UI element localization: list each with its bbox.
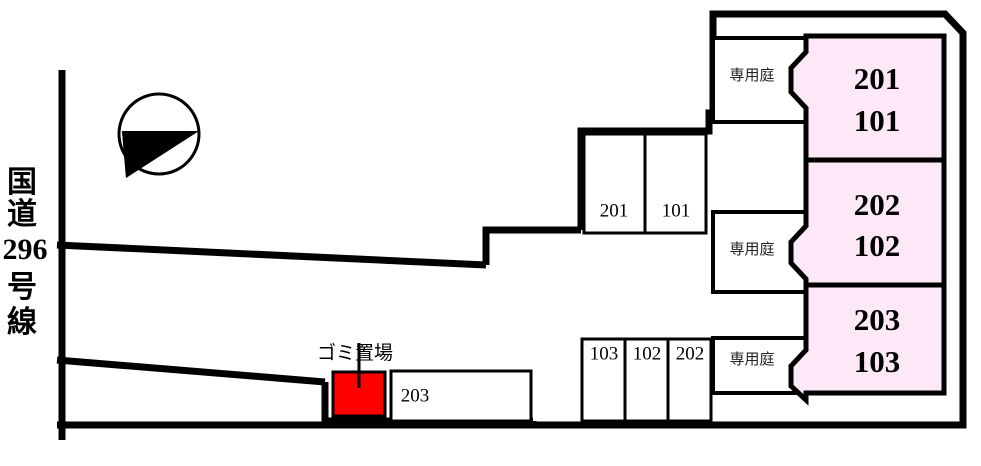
stall-202-lower-label: 202 [676,343,705,364]
stall-102-lower-label: 102 [633,343,662,364]
building-unit-202-102: 202 102 [788,157,947,288]
stall-101-upper[interactable] [643,132,708,235]
road-label-char-0: 国 [7,166,37,199]
garden-top-label: 専用庭 [729,67,774,84]
stall-103-lower-label: 103 [590,343,619,364]
site-boundary [56,10,967,429]
unit-202-102-line2: 102 [854,228,901,263]
road-label-char-1: 道 [7,198,37,231]
unit-203-103-shape[interactable] [788,282,947,406]
compass-tail [122,131,131,178]
road-label-char-4: 線 [7,305,37,339]
boundary-north-sloped [56,241,487,269]
stall-202-lower[interactable] [666,337,713,423]
garden-bottom-label: 専用庭 [729,351,774,368]
parking-row-south: 203 [389,369,533,423]
building-unit-201-101: 201 101 [788,33,947,163]
road-label-char-2: 296 [3,233,48,266]
unit-201-101-shape[interactable] [788,33,947,163]
trash-area-label: ゴミ置場 [317,342,393,364]
parking-row-upper: 201 101 [582,132,708,235]
parking-row-lower: 103 102 202 [580,337,713,423]
boundary-north-step [482,226,581,265]
unit-203-103-line2: 103 [854,344,901,379]
unit-201-101-line2: 101 [854,103,901,138]
stall-203-south[interactable] [389,369,533,423]
compass-pointer [122,131,199,178]
stall-103-lower[interactable] [580,337,627,423]
north-arrow-icon [117,92,201,178]
stall-203-south-label: 203 [401,385,430,406]
stall-201-upper-label: 201 [600,200,629,221]
stall-201-upper[interactable] [582,132,647,235]
garden-middle-label: 専用庭 [729,241,774,258]
stall-102-lower[interactable] [623,337,670,423]
unit-203-103-line1: 203 [854,302,901,337]
boundary-south-sloped [56,356,326,386]
road-label-char-3: 号 [7,271,37,304]
stall-101-upper-label: 101 [662,200,691,221]
unit-202-102-shape[interactable] [788,157,947,288]
boundary-north-block [57,10,967,429]
unit-202-102-line1: 202 [854,187,901,222]
building-unit-203-103: 203 103 [788,282,947,406]
trash-area: ゴミ置場 [317,342,393,418]
unit-201-101-line1: 201 [854,61,901,96]
road-route-296: 国 道 296 号 線 [3,70,66,440]
